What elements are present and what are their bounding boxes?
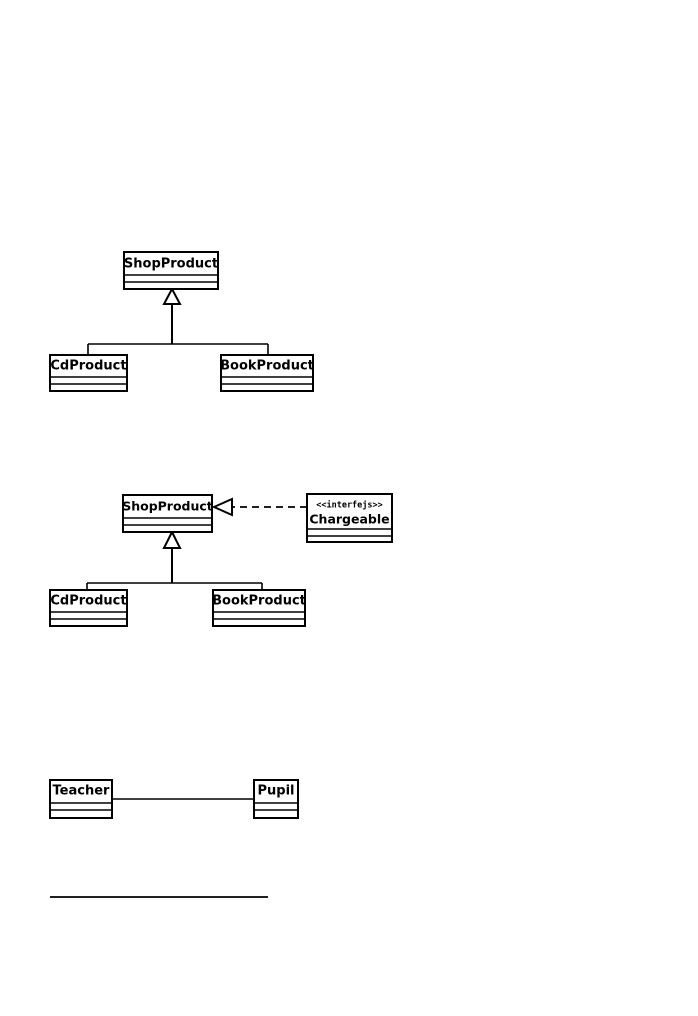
class-box-outline — [253, 779, 299, 819]
class-box-teacher[interactable]: Teacher — [49, 779, 113, 819]
interface-box-outline — [306, 493, 393, 543]
class-box-cdproduct-1[interactable]: CdProduct — [49, 354, 128, 392]
hollow-triangle-arrowhead-icon — [211, 497, 233, 517]
class-box-outline — [123, 251, 219, 290]
diagram-inheritance-basic: ShopProduct CdProduct BookProduct — [49, 251, 314, 392]
class-name-label: Pupil — [257, 784, 294, 799]
hollow-triangle-arrowhead-icon — [162, 529, 182, 549]
class-name-label: ShopProduct — [124, 257, 218, 272]
class-name-label: ShopProduct — [122, 499, 213, 514]
class-name-label: BookProduct — [212, 594, 306, 609]
interface-box-chargeable[interactable]: <<interfejs>> Chargeable — [306, 493, 393, 543]
class-name-label: CdProduct — [50, 594, 126, 609]
class-box-bookproduct-2[interactable]: BookProduct — [212, 589, 306, 627]
realization-connector-chargeable — [211, 497, 307, 517]
class-box-bookproduct-1[interactable]: BookProduct — [220, 354, 314, 392]
class-box-outline — [49, 589, 128, 627]
diagram-association-teacher-pupil: Teacher Pupil — [49, 779, 299, 819]
class-box-shopproduct-2[interactable]: ShopProduct — [122, 494, 213, 533]
diagram-inheritance-with-interface: ShopProduct <<interfejs>> Chargeable CdP… — [49, 493, 393, 627]
class-box-pupil[interactable]: Pupil — [253, 779, 299, 819]
class-box-outline — [212, 589, 306, 627]
generalization-connector-2 — [86, 529, 263, 591]
hollow-triangle-arrowhead-icon — [162, 286, 182, 305]
class-name-label: Teacher — [53, 784, 111, 799]
class-name-label: CdProduct — [50, 359, 126, 374]
interface-stereotype-label: <<interfejs>> — [316, 500, 383, 511]
class-box-cdproduct-2[interactable]: CdProduct — [49, 589, 128, 627]
class-box-shopproduct-1[interactable]: ShopProduct — [123, 251, 219, 290]
class-box-outline — [220, 354, 314, 392]
class-name-label: BookProduct — [220, 359, 314, 374]
class-box-outline — [49, 354, 128, 392]
interface-name-label: Chargeable — [309, 512, 389, 527]
class-box-outline — [49, 779, 113, 819]
class-box-outline — [122, 494, 213, 533]
generalization-connector-1 — [87, 286, 269, 356]
